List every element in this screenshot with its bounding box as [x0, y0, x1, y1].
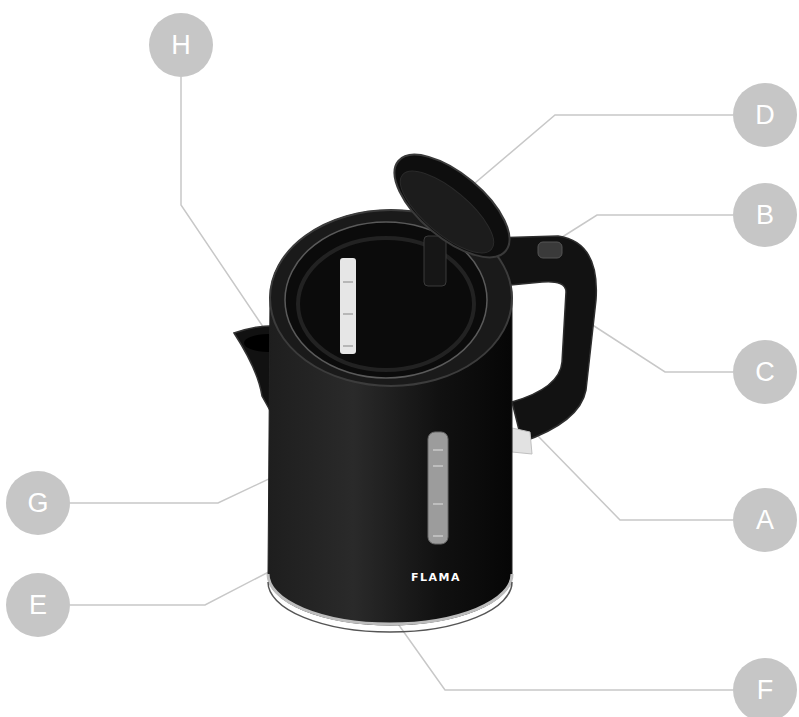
circle-shape — [733, 183, 797, 247]
callout-letter: F — [757, 677, 774, 704]
callout-letter: H — [171, 32, 191, 59]
inner-gauge-marks — [343, 282, 353, 346]
circle-shape — [733, 340, 797, 404]
gauge-mark — [433, 504, 443, 505]
callout-circle: E — [6, 573, 70, 637]
leader-line — [574, 313, 733, 372]
callout-circle: G — [6, 471, 70, 535]
leader-line — [455, 115, 733, 200]
callout-circle: C — [733, 340, 797, 404]
kettle-lid — [378, 136, 526, 275]
callout-circle: F — [733, 658, 797, 717]
brand-logo: FLAMA — [406, 571, 466, 584]
water-level-window — [428, 432, 448, 544]
base-ring-edge — [268, 582, 512, 632]
callout-letter: B — [756, 202, 774, 229]
callout-circle: B — [733, 183, 797, 247]
leader-line — [181, 77, 280, 352]
gauge-mark — [343, 314, 353, 315]
circle-shape — [6, 471, 70, 535]
gauge-mark — [433, 466, 443, 467]
callout-circle: H — [149, 13, 213, 77]
leader-line — [538, 436, 733, 520]
opening-inner-ring — [298, 238, 474, 370]
callout-letter: E — [29, 592, 47, 619]
gauge-mark — [433, 536, 443, 537]
gauge-mark — [343, 282, 353, 283]
leader-lines — [70, 77, 733, 690]
gauge-mark — [433, 450, 443, 451]
gauge-mark — [343, 346, 353, 347]
lid-hinge — [424, 236, 446, 286]
lid-inner — [388, 158, 505, 266]
circle-shape — [733, 83, 797, 147]
callout-letter: G — [27, 490, 48, 517]
circle-shape — [733, 658, 797, 717]
callout-circle: A — [733, 488, 797, 552]
indicator-light — [512, 428, 532, 454]
kettle-body — [268, 210, 512, 625]
callout-circle: D — [733, 83, 797, 147]
circle-shape — [6, 573, 70, 637]
callout-letter: D — [755, 102, 775, 129]
circle-shape — [149, 13, 213, 77]
base-ring — [268, 574, 512, 624]
callout-letter: C — [755, 359, 775, 386]
inner-level-gauge — [340, 258, 356, 354]
circle-shape — [733, 488, 797, 552]
switch-button — [538, 242, 562, 258]
callout-letter: A — [756, 507, 774, 534]
window-marks — [433, 450, 443, 536]
